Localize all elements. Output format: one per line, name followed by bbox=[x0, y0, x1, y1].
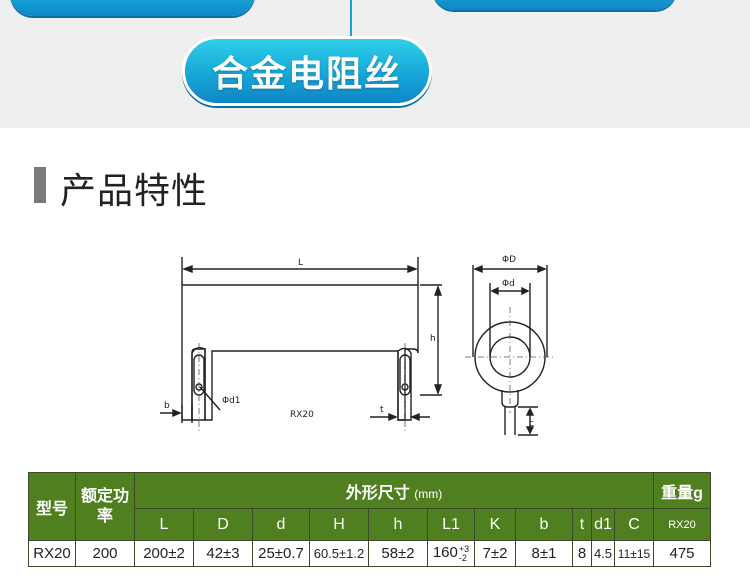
col-L: L bbox=[134, 508, 194, 541]
tol-minus: -2 bbox=[458, 552, 467, 563]
cell-d1: 4.5 bbox=[591, 540, 615, 567]
cell-C: 11±15 bbox=[614, 540, 654, 567]
col-D: D bbox=[193, 508, 253, 541]
header-weight: 重量g bbox=[653, 472, 711, 509]
banner-connector-line bbox=[350, 0, 352, 46]
banner-pill-right bbox=[432, 0, 677, 10]
cell-L1: 160+3-2 bbox=[427, 540, 475, 567]
label-c: c bbox=[529, 419, 534, 429]
tol-plus: +3 bbox=[458, 543, 470, 554]
label-phi-d: Φd bbox=[502, 279, 515, 289]
cell-model: RX20 bbox=[28, 540, 76, 567]
cell-L1-value: 160 bbox=[432, 544, 458, 562]
header-model: 型号 bbox=[28, 472, 76, 541]
section-title: 产品特性 bbox=[60, 171, 209, 212]
header-dimensions-unit: (mm) bbox=[414, 486, 443, 501]
label-h: h bbox=[430, 334, 436, 344]
technical-drawing: L h b Φd1 RX20 t ΦD Φd c bbox=[160, 255, 555, 436]
cell-H: 60.5±1.2 bbox=[309, 540, 369, 567]
col-L1: L1 bbox=[427, 508, 475, 541]
label-L: L bbox=[298, 258, 303, 268]
col-K: K bbox=[474, 508, 516, 541]
resistor-outline bbox=[181, 284, 419, 421]
cell-weight: 475 bbox=[653, 540, 711, 567]
cell-L1-tolerance: +3-2 bbox=[458, 543, 470, 563]
cell-D: 42±3 bbox=[193, 540, 253, 567]
label-t: t bbox=[380, 405, 384, 415]
spec-table: 型号 额定功率 外形尺寸 (mm) 重量g L D d H h L1 K b t… bbox=[28, 472, 711, 567]
col-b: b bbox=[515, 508, 573, 541]
cell-h: 58±2 bbox=[368, 540, 428, 567]
label-b: b bbox=[164, 401, 170, 411]
cell-power: 200 bbox=[75, 540, 135, 567]
banner-title: 合金电阻丝 bbox=[211, 54, 402, 95]
label-phi-d1: Φd1 bbox=[222, 396, 241, 406]
banner-title-pill: 合金电阻丝 bbox=[182, 36, 432, 106]
cell-d: 25±0.7 bbox=[252, 540, 310, 567]
cell-K: 7±2 bbox=[474, 540, 516, 567]
label-phi-D: ΦD bbox=[502, 255, 516, 265]
header-dimensions: 外形尺寸 (mm) bbox=[134, 472, 654, 509]
col-d: d bbox=[252, 508, 310, 541]
col-d1: d1 bbox=[591, 508, 615, 541]
section-marker bbox=[34, 167, 46, 203]
header-power: 额定功率 bbox=[75, 472, 135, 541]
col-C: C bbox=[614, 508, 654, 541]
banner-pill-left bbox=[10, 0, 255, 16]
cell-b: 8±1 bbox=[515, 540, 573, 567]
top-banner: 合金电阻丝 bbox=[0, 0, 750, 128]
col-h: h bbox=[368, 508, 428, 541]
table-row: RX20 200 200±2 42±3 25±0.7 60.5±1.2 58±2… bbox=[28, 540, 711, 567]
cell-L: 200±2 bbox=[134, 540, 194, 567]
cell-t: 8 bbox=[572, 540, 592, 567]
header-dimensions-label: 外形尺寸 bbox=[345, 484, 410, 502]
label-model: RX20 bbox=[290, 410, 314, 420]
col-t: t bbox=[572, 508, 592, 541]
col-H: H bbox=[309, 508, 369, 541]
col-weight-model: RX20 bbox=[653, 508, 711, 541]
